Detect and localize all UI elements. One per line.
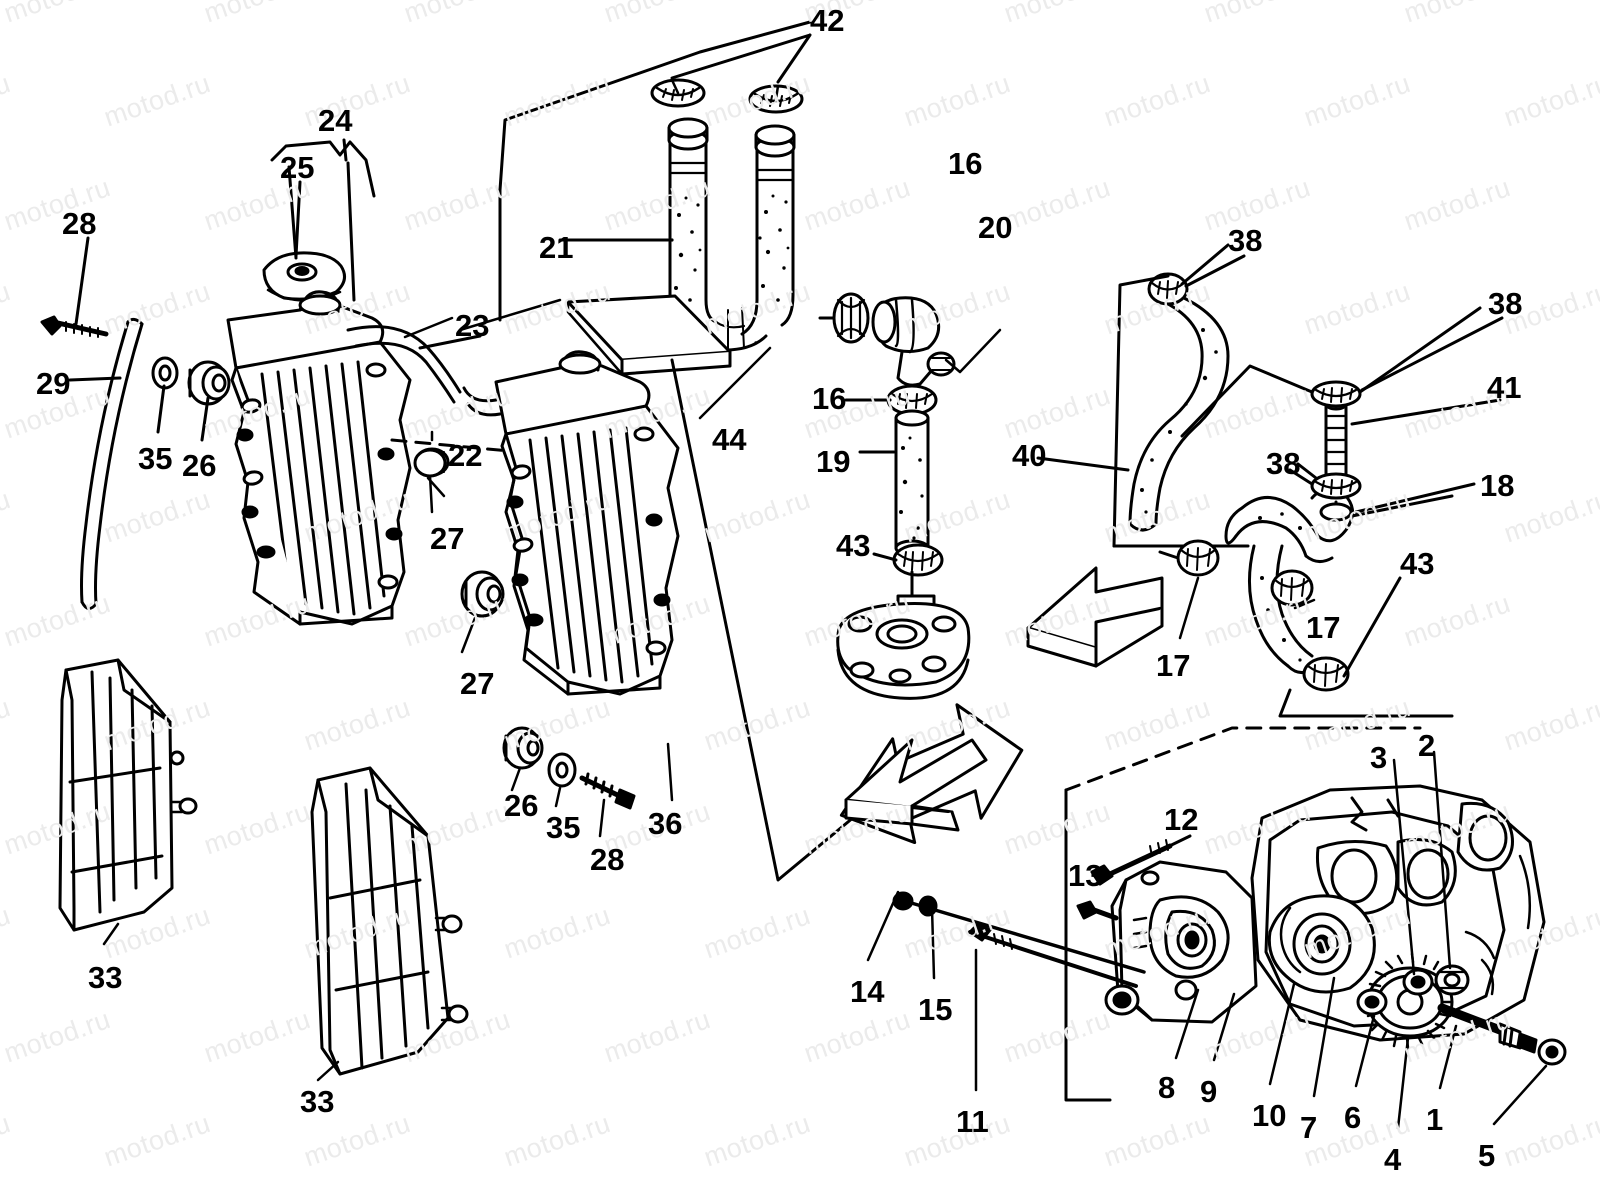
callout-number-26a: 26 (182, 448, 217, 483)
callout-number-8: 8 (1158, 1070, 1176, 1105)
clamp-17-right (1270, 569, 1314, 607)
callout-number-5: 5 (1478, 1138, 1496, 1173)
callout-number-41: 41 (1487, 370, 1522, 405)
callout-number-35a: 35 (138, 441, 173, 476)
callout-number-14: 14 (850, 974, 885, 1009)
callout-number-16b: 16 (812, 381, 847, 416)
callout-number-43b: 43 (1400, 546, 1435, 581)
callout-number-2: 2 (1418, 728, 1436, 763)
clamp-43-lower (872, 543, 944, 577)
callout-number-1: 1 (1426, 1102, 1444, 1137)
callout-number-28b: 28 (590, 842, 625, 877)
callout-number-19: 19 (816, 444, 851, 479)
callout-number-38a: 38 (1228, 223, 1263, 258)
radiator-screen-44 (566, 294, 732, 376)
callout-number-13: 13 (1068, 858, 1103, 893)
callout-number-35b: 35 (546, 810, 581, 845)
collar-27-right (460, 570, 505, 618)
callout-number-7: 7 (1300, 1110, 1318, 1145)
clamp-42-left (650, 78, 706, 108)
callout-number-4: 4 (1384, 1142, 1402, 1177)
callout-number-6: 6 (1344, 1100, 1362, 1135)
clamp-17-left (1158, 539, 1220, 577)
view-arrow-down-left (1026, 566, 1164, 668)
radiator-left (226, 290, 412, 626)
callout-number-42: 42 (810, 3, 845, 38)
callout-number-33a: 33 (88, 960, 123, 995)
clamp-42-right (748, 84, 804, 114)
callout-number-25: 25 (280, 150, 315, 185)
clamp-38-upper-left (1147, 272, 1189, 306)
view-arrow-up-right-simple (844, 738, 988, 832)
washer-35-right (547, 752, 577, 788)
callout-number-18: 18 (1480, 468, 1515, 503)
engine-case-assembly (1104, 784, 1567, 1066)
callout-number-26b: 26 (504, 788, 539, 823)
pump-shaft-1 (1437, 1003, 1538, 1054)
radiator-right (494, 350, 680, 696)
callout-number-22: 22 (448, 438, 483, 473)
callout-number-12: 12 (1164, 802, 1199, 837)
callout-number-20: 20 (978, 210, 1013, 245)
bolt-28-left (40, 315, 109, 338)
callout-number-27b: 27 (460, 666, 495, 701)
bypass-hose-40 (1128, 296, 1230, 532)
radiator-guard-33-left (58, 658, 198, 932)
callout-number-9: 9 (1200, 1074, 1218, 1109)
clamp-38-mid-right (1310, 472, 1362, 500)
callout-number-29: 29 (36, 366, 71, 401)
callout-number-23: 23 (455, 308, 490, 343)
callout-number-24: 24 (318, 103, 353, 138)
callout-number-38b: 38 (1488, 286, 1523, 321)
long-bolt-11 (968, 922, 1138, 988)
bolt-13 (1076, 900, 1119, 921)
callout-number-3: 3 (1370, 740, 1388, 775)
callout-number-11: 11 (956, 1104, 989, 1139)
callout-number-40: 40 (1012, 438, 1047, 473)
callout-number-33b: 33 (300, 1084, 335, 1119)
callout-number-17a: 17 (1156, 648, 1191, 683)
callout-number-16a: 16 (948, 146, 983, 181)
union-20 (871, 296, 956, 387)
radiator-guard-33-right (310, 766, 469, 1076)
clamp-43-bottom-right (1302, 656, 1350, 692)
callout-number-17b: 17 (1306, 610, 1341, 645)
clamp-38-top-right (1310, 380, 1362, 408)
long-rod-15 (892, 891, 1146, 974)
mount-26-right (502, 726, 544, 770)
callout-number-28a: 28 (62, 206, 97, 241)
callout-number-27a: 27 (430, 521, 465, 556)
clamp-16-upper (818, 292, 870, 344)
callout-number-21: 21 (539, 230, 574, 265)
callout-number-10: 10 (1252, 1098, 1287, 1133)
callout-number-43a: 43 (836, 528, 871, 563)
callout-number-44: 44 (712, 422, 747, 457)
pump-cover (836, 570, 971, 700)
bolt-28-right (579, 772, 636, 810)
callout-number-36: 36 (648, 806, 683, 841)
callout-number-15: 15 (918, 992, 953, 1027)
callout-number-38c: 38 (1266, 446, 1301, 481)
